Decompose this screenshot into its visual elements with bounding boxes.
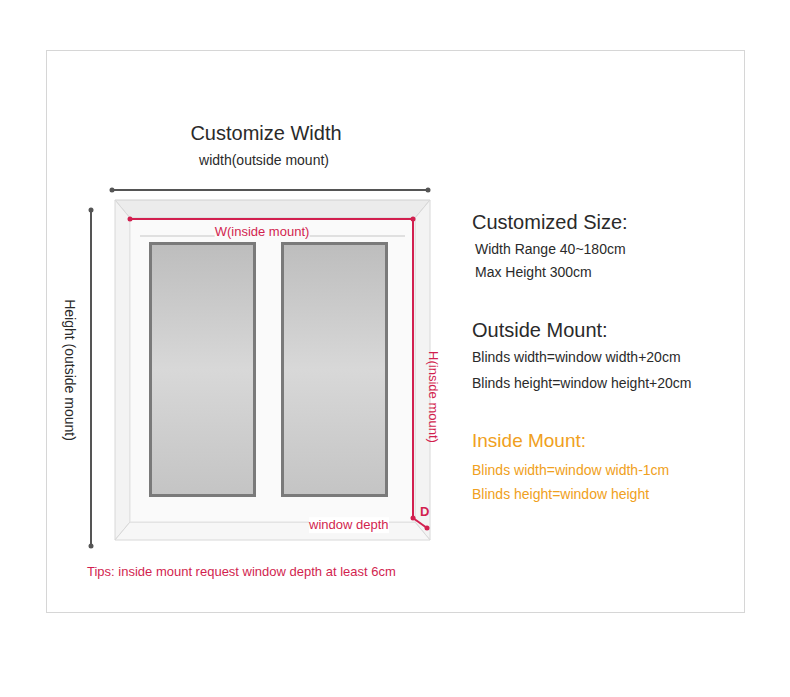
frame-top — [115, 200, 430, 218]
dimension-line — [90, 210, 92, 546]
dimension-dot — [110, 188, 115, 193]
dimension-dot — [89, 544, 94, 549]
frame-left — [115, 200, 130, 540]
dimension-label: D — [420, 504, 429, 520]
panel-border — [47, 51, 745, 613]
spec-line: Blinds width=window width-1cm — [472, 462, 669, 479]
inside-height-line — [412, 219, 414, 518]
dimension-label: width(outside mount) — [199, 152, 329, 169]
spec-line: Blinds height=window height+20cm — [472, 375, 691, 392]
inside-width-line — [130, 218, 413, 220]
section-heading: Customized Size: — [472, 210, 628, 234]
dimension-dot — [426, 188, 431, 193]
dimension-label: H(inside mount) — [425, 351, 441, 443]
spec-line: Max Height 300cm — [475, 264, 592, 281]
section-heading: Outside Mount: — [472, 318, 608, 342]
section-heading: Inside Mount: — [472, 430, 586, 453]
depth-line — [413, 518, 427, 528]
dimension-dot — [425, 526, 430, 531]
spec-line: Width Range 40~180cm — [475, 241, 626, 258]
dimension-dot — [89, 208, 94, 213]
note: Tips: inside mount request window depth … — [87, 564, 396, 580]
dimension-label: Height (outside mount) — [62, 299, 79, 441]
spec-line: Blinds height=window height — [472, 486, 649, 503]
dimension-dot — [128, 217, 133, 222]
dimension-line — [112, 189, 428, 191]
glass-pane — [283, 244, 387, 496]
heading: Customize Width — [190, 121, 341, 145]
glass-pane — [151, 244, 255, 496]
window-opening — [130, 218, 415, 522]
dimension-label: window depth — [309, 517, 389, 533]
dimension-label: W(inside mount) — [215, 224, 310, 240]
spec-line: Blinds width=window width+20cm — [472, 349, 681, 366]
